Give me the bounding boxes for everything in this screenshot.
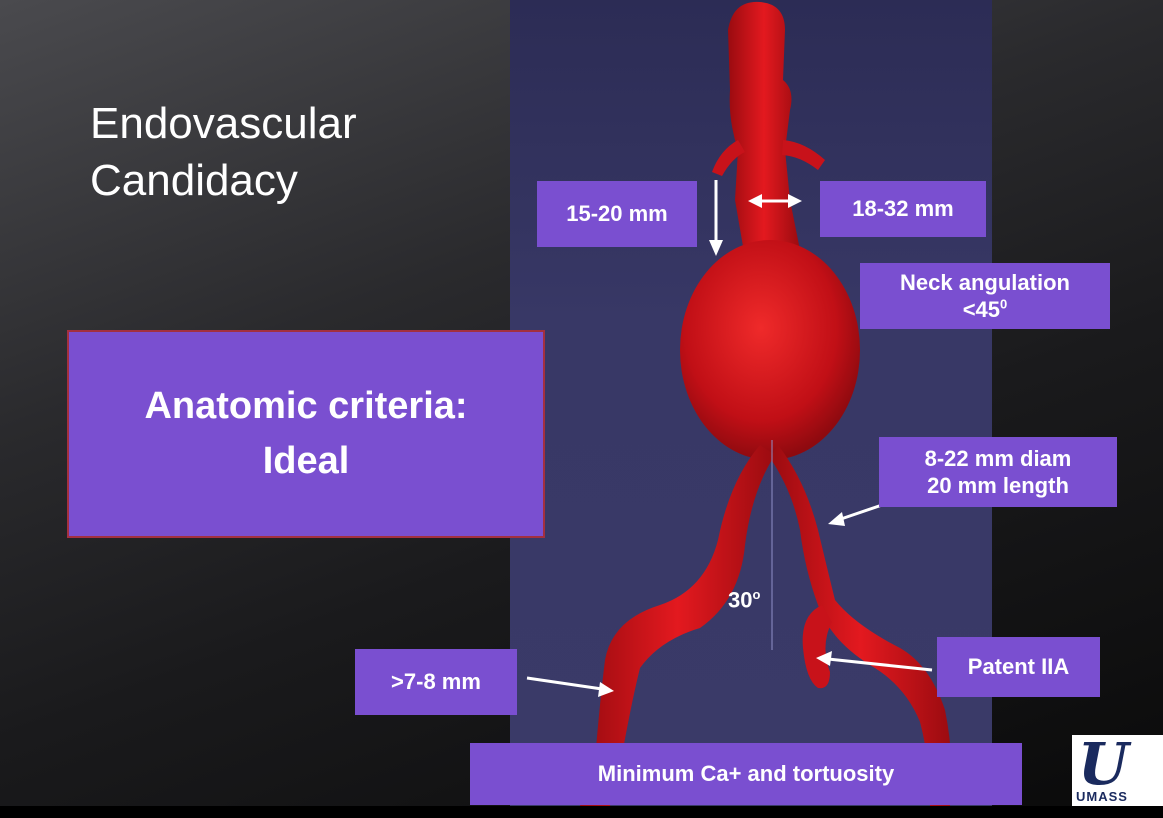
angle-label: 30o	[728, 587, 760, 613]
arrow-left-icon	[838, 505, 882, 520]
neck-diameter-label: 18-32 mm	[820, 181, 986, 237]
arrow-right-icon	[527, 678, 602, 689]
patent-iia-label: Patent IIA	[937, 637, 1100, 697]
neck-angulation-label: Neck angulation <450	[860, 263, 1110, 329]
aorta-upper	[728, 2, 800, 258]
umass-logo: U UMASS	[1072, 735, 1163, 806]
iliac-size-label: 8-22 mm diam 20 mm length	[879, 437, 1117, 507]
neck-angulation-text: Neck angulation <450	[900, 269, 1070, 324]
access-vessel-label: >7-8 mm	[355, 649, 517, 715]
criteria-box: Anatomic criteria: Ideal	[67, 330, 545, 538]
internal-iliac	[803, 605, 832, 688]
neck-length-label: 15-20 mm	[537, 181, 697, 247]
aneurysm-sac	[680, 240, 860, 460]
bottom-strip	[0, 806, 1163, 818]
renal-right	[782, 140, 825, 170]
criteria-text: Anatomic criteria: Ideal	[144, 379, 467, 489]
slide-title: Endovascular Candidacy	[90, 95, 357, 209]
calcification-label: Minimum Ca+ and tortuosity	[470, 743, 1022, 805]
